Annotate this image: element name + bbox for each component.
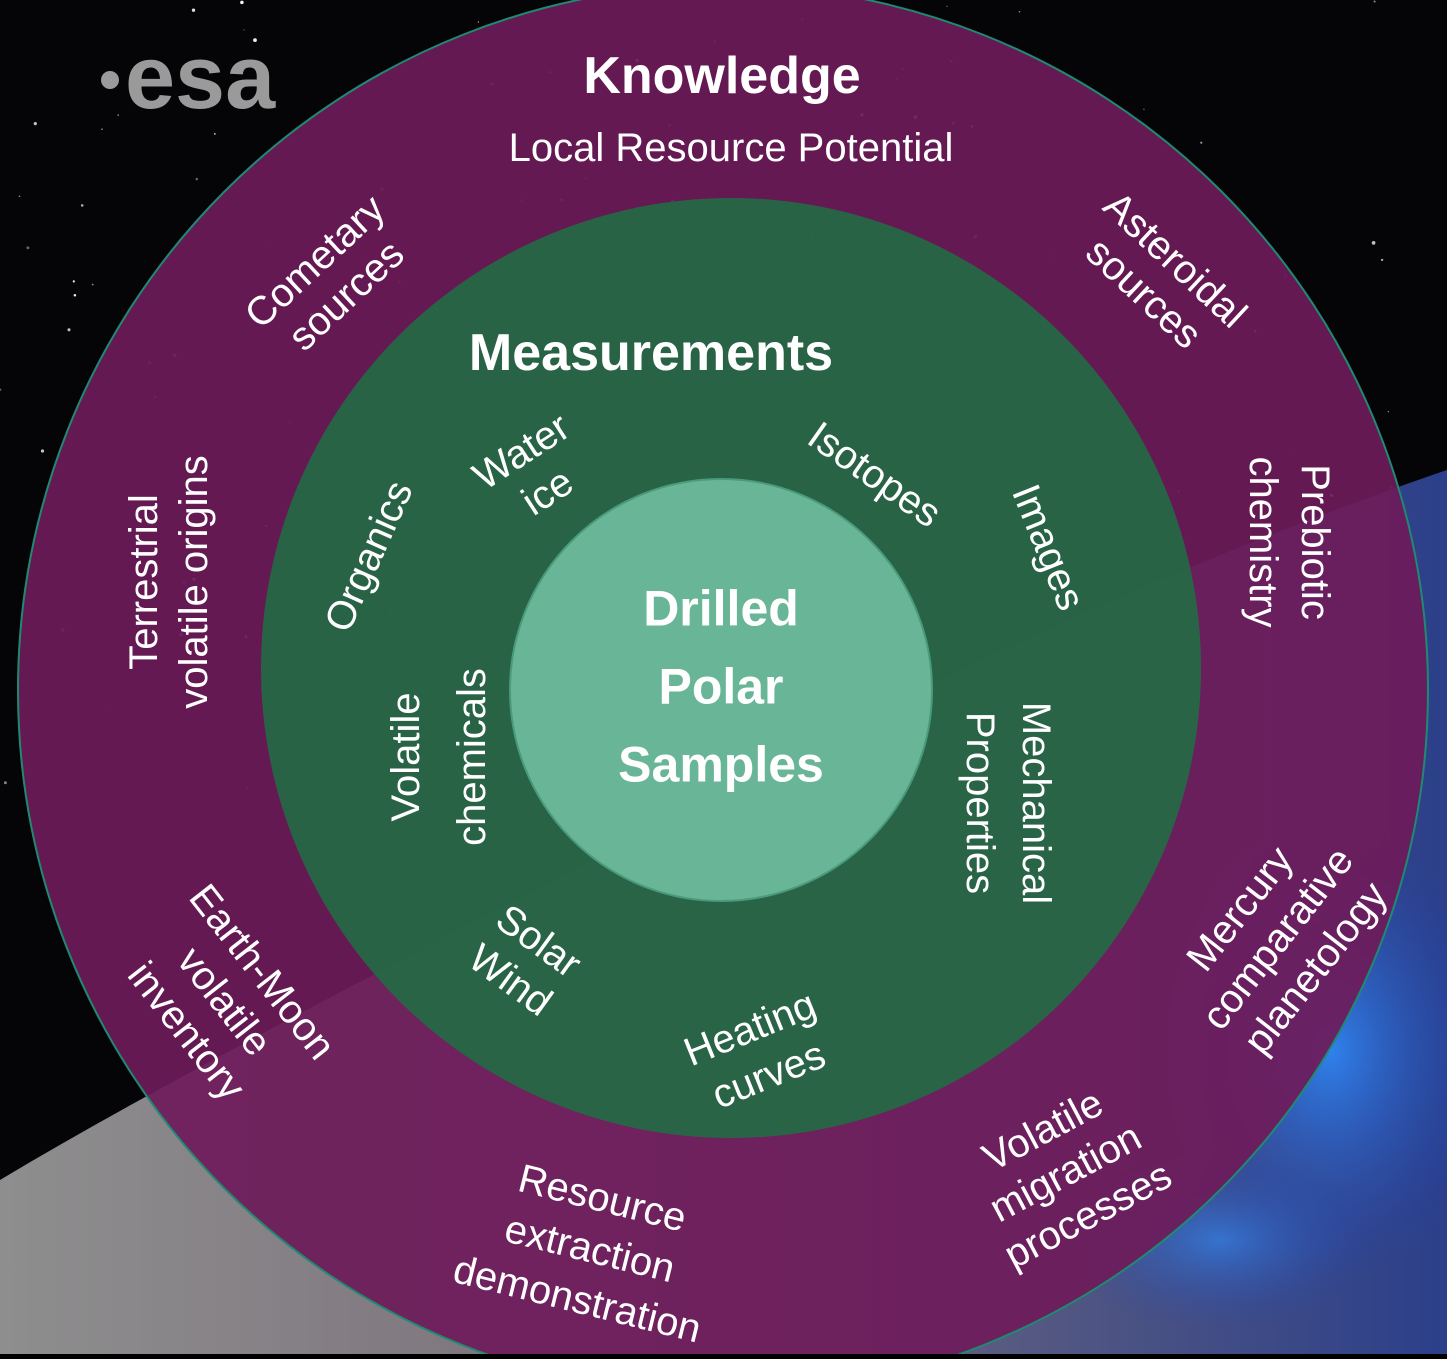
star [477,21,480,23]
star [1373,0,1376,3]
label-prebiotic-chemistry: Prebioticchemistry [1241,456,1337,627]
star [80,204,84,207]
outer-ring-title: Knowledge [583,47,860,105]
label-line: Polar [658,659,783,715]
label-line: chemicals [450,668,494,846]
star [191,8,196,12]
star [1018,10,1021,13]
star [213,132,216,135]
logo-dot [101,71,119,89]
star [1143,108,1145,111]
star [33,122,37,126]
star [91,283,94,286]
star [946,5,948,7]
star [1371,241,1376,245]
star [101,128,103,130]
star [0,388,2,391]
label-line: Volatile [384,693,428,822]
star [243,29,245,31]
label-line: Terrestrial [122,494,166,670]
middle-ring-title: Measurements [469,324,833,382]
star [67,328,71,332]
core-circle [509,478,933,902]
label-line: Drilled [643,581,799,637]
label-line: Samples [618,737,824,793]
label-line: Prebiotic [1293,464,1337,620]
label-mechanical-properties: Mechanical Properties [958,702,1058,904]
star [3,781,7,785]
label-line: volatile origins [172,455,216,708]
label-line: chemistry [1241,456,1285,627]
logo-text: esa [125,28,276,128]
esa-logo: esa [101,28,276,128]
star [72,280,75,283]
star [117,114,120,116]
label-line: Properties [958,712,1002,894]
star [40,449,45,453]
star [73,293,77,297]
star [195,177,199,181]
star [18,195,21,198]
star [1200,141,1203,144]
star [1380,258,1384,262]
star [26,246,30,250]
label-line: Mechanical [1014,702,1058,904]
star [1387,410,1390,413]
outer-ring-subtitle: Local Resource Potential [509,126,954,170]
star [240,0,244,5]
star [253,38,257,43]
label-volatile-chemicals: Volatile chemicals [384,668,494,846]
